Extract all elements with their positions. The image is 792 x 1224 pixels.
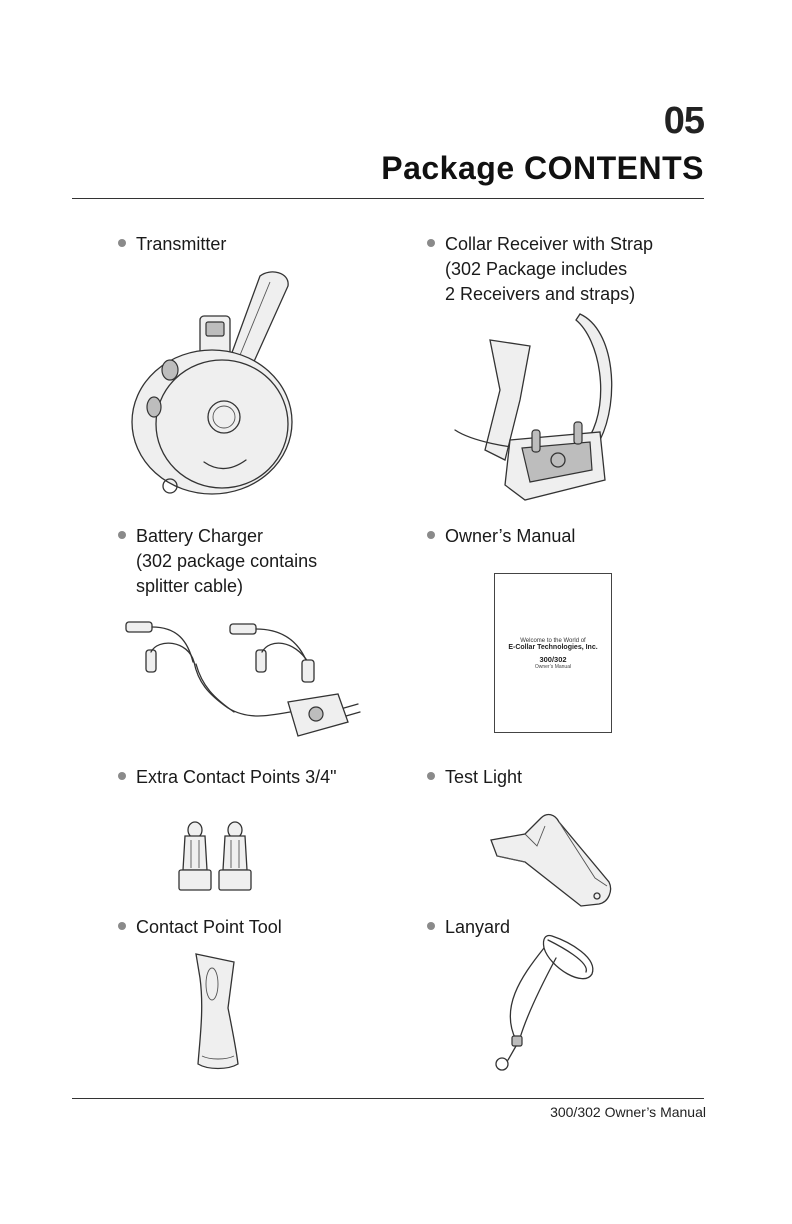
bullet-icon (427, 772, 435, 781)
collar-receiver-illustration (454, 313, 613, 501)
item-test-light: Test Light (427, 765, 522, 790)
bullet-icon (427, 922, 435, 931)
bullet-icon (427, 239, 435, 248)
manual-cover-line: Welcome to the World of (520, 638, 586, 644)
test-light-illustration (490, 813, 612, 907)
item-label: Lanyard (445, 917, 511, 937)
item-label: Test Light (445, 767, 523, 787)
item-collar-receiver: Collar Receiver with Strap (302 Package … (427, 232, 653, 307)
footer-text: 300/302 Owner’s Manual (550, 1104, 706, 1120)
bullet-icon (118, 239, 126, 248)
item-label: Extra Contact Points 3/4" (136, 767, 337, 787)
item-label: Owner’s Manual (445, 526, 576, 546)
item-battery-charger: Battery Charger (302 package contains sp… (118, 524, 317, 599)
item-lanyard: Lanyard (427, 915, 510, 940)
item-subline: (302 package contains (136, 551, 318, 571)
item-owners-manual: Owner’s Manual (427, 524, 575, 549)
battery-charger-illustration (125, 621, 361, 737)
item-label: Contact Point Tool (136, 917, 282, 937)
page-number: 05 (663, 100, 705, 142)
lanyard-illustration (495, 934, 594, 1071)
item-label: Battery Charger (136, 526, 264, 546)
item-contact-point-tool: Contact Point Tool (118, 915, 282, 940)
header-divider (72, 198, 704, 199)
contact-points-illustration (178, 821, 252, 891)
owners-manual-cover: Welcome to the World of E-Collar Technol… (494, 573, 612, 733)
manual-cover-subtitle: Owner’s Manual (534, 664, 572, 670)
bullet-icon (118, 772, 126, 781)
item-label: Transmitter (136, 234, 227, 254)
bullet-icon (427, 531, 435, 540)
item-transmitter: Transmitter (118, 232, 226, 257)
transmitter-illustration (131, 271, 293, 495)
item-extra-contact-points: Extra Contact Points 3/4" (118, 765, 337, 790)
item-subline: splitter cable) (136, 576, 244, 596)
footer-divider (72, 1098, 704, 1099)
item-subline: 2 Receivers and straps) (445, 284, 636, 304)
manual-cover-company: E-Collar Technologies, Inc. (508, 644, 598, 651)
item-subline: (302 Package includes (445, 259, 628, 279)
page-title: Package CONTENTS (381, 150, 704, 186)
contact-point-tool-illustration (195, 953, 239, 1070)
manual-cover-model: 300/302 (539, 655, 567, 664)
item-label: Collar Receiver with Strap (445, 234, 654, 254)
bullet-icon (118, 922, 126, 931)
bullet-icon (118, 531, 126, 540)
